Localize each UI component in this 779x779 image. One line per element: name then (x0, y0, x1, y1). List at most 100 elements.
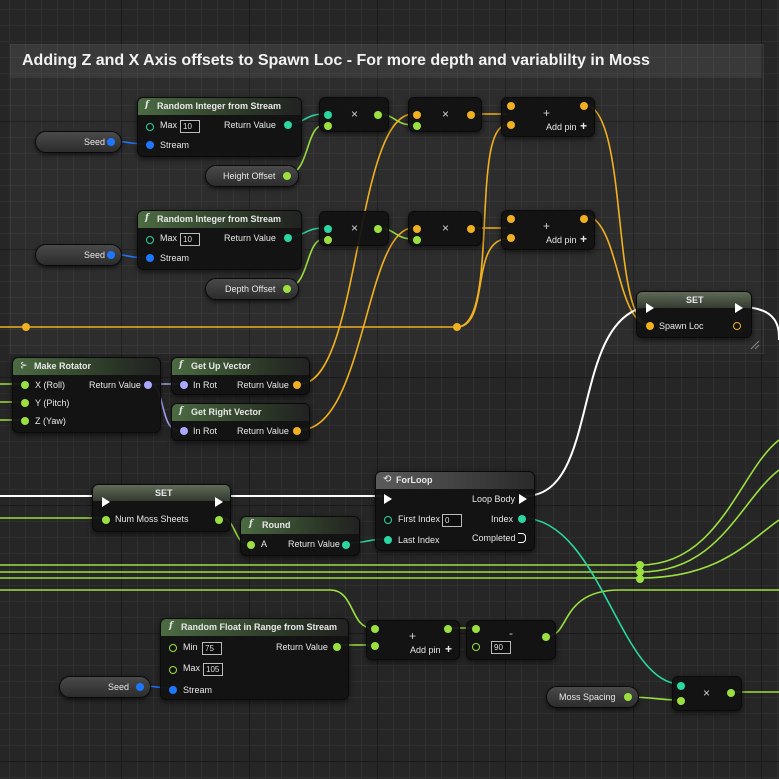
max-input[interactable]: 10 (180, 120, 200, 133)
comment-box[interactable] (10, 44, 764, 354)
reroute-pin[interactable] (453, 323, 461, 331)
depth-offset-variable[interactable]: Depth Offset (205, 278, 299, 300)
input-pin-b[interactable] (324, 122, 332, 130)
min-pin[interactable] (169, 644, 177, 652)
return-pin[interactable] (342, 541, 350, 549)
stream-pin[interactable] (146, 254, 154, 262)
input-pin-a[interactable] (507, 215, 515, 223)
output-pin[interactable] (542, 633, 550, 641)
seed-variable-1[interactable]: Seed (35, 131, 122, 153)
max-pin[interactable] (146, 236, 154, 244)
output-pin[interactable] (374, 111, 382, 119)
seed-pin[interactable] (136, 683, 144, 691)
seed-pin[interactable] (107, 138, 115, 146)
multiply-node-5[interactable]: × (672, 676, 742, 711)
exec-out-pin[interactable] (215, 497, 223, 507)
resize-grip-icon[interactable] (750, 340, 760, 350)
max-pin[interactable] (146, 123, 154, 131)
spawn-loc-pin[interactable] (646, 322, 654, 330)
input-pin-a[interactable] (324, 111, 332, 119)
spawn-loc-out-pin[interactable] (733, 322, 741, 330)
input-pin-a[interactable] (324, 225, 332, 233)
multiply-node-1[interactable]: × (319, 97, 389, 132)
seed-pin[interactable] (107, 251, 115, 259)
return-pin[interactable] (293, 381, 301, 389)
index-pin[interactable] (518, 515, 526, 523)
input-pin-b[interactable] (413, 236, 421, 244)
reroute-pin[interactable] (636, 568, 644, 576)
output-pin[interactable] (444, 625, 452, 633)
add-pin-label[interactable]: Add pin (546, 235, 577, 245)
max-pin[interactable] (169, 666, 177, 674)
return-pin[interactable] (333, 643, 341, 651)
a-pin[interactable] (247, 541, 255, 549)
round-node[interactable]: f Round A Return Value (240, 516, 360, 556)
input-pin-a[interactable] (371, 625, 379, 633)
input-pin-b[interactable] (371, 642, 379, 650)
subtract-node[interactable]: - 90 (466, 620, 556, 660)
random-float-node[interactable]: f Random Float in Range from Stream Min … (160, 618, 349, 700)
input-pin-b[interactable] (472, 643, 480, 651)
z-pin[interactable] (21, 417, 29, 425)
return-pin[interactable] (284, 121, 292, 129)
in-rot-pin[interactable] (180, 381, 188, 389)
add-pin-label[interactable]: Add pin (546, 122, 577, 132)
multiply-node-4[interactable]: × (408, 211, 482, 246)
subtract-value-input[interactable]: 90 (491, 641, 511, 654)
input-pin-b[interactable] (507, 234, 515, 242)
min-input[interactable]: 75 (202, 642, 222, 655)
moss-spacing-variable[interactable]: Moss Spacing (546, 686, 639, 708)
get-right-vector-node[interactable]: f Get Right Vector In Rot Return Value (171, 403, 310, 441)
loop-body-pin[interactable] (519, 494, 527, 504)
max-input[interactable]: 10 (180, 233, 200, 246)
input-pin-a[interactable] (413, 225, 421, 233)
forloop-node[interactable]: ⟲ ForLoop Loop Body First Index 0 Index … (375, 471, 535, 551)
return-pin[interactable] (293, 427, 301, 435)
last-index-pin[interactable] (384, 536, 392, 544)
depth-offset-pin[interactable] (283, 285, 291, 293)
comment-header[interactable]: Adding Z and X Axis offsets to Spawn Loc… (10, 44, 762, 78)
random-integer-node-2[interactable]: f Random Integer from Stream Max 10 Retu… (137, 210, 302, 270)
output-pin[interactable] (727, 689, 735, 697)
first-index-pin[interactable] (384, 516, 392, 524)
seed-variable-3[interactable]: Seed (59, 676, 151, 698)
height-offset-pin[interactable] (283, 172, 291, 180)
exec-in-pin[interactable] (384, 494, 392, 504)
output-pin[interactable] (467, 111, 475, 119)
input-pin-a[interactable] (507, 102, 515, 110)
moss-spacing-pin[interactable] (624, 693, 632, 701)
input-pin-b[interactable] (324, 236, 332, 244)
output-pin[interactable] (580, 102, 588, 110)
seed-variable-2[interactable]: Seed (35, 244, 122, 266)
add-pin-icon[interactable]: + (580, 119, 588, 133)
make-rotator-node[interactable]: ⊱ Make Rotator X (Roll) Return Value Y (… (12, 357, 161, 433)
first-index-input[interactable]: 0 (442, 514, 462, 527)
add-pin-icon[interactable]: + (580, 232, 588, 246)
add-node-3[interactable]: + Add pin + (366, 620, 460, 660)
completed-pin[interactable] (518, 533, 526, 543)
return-pin[interactable] (284, 234, 292, 242)
input-pin-a[interactable] (677, 682, 685, 690)
y-pin[interactable] (21, 399, 29, 407)
stream-pin[interactable] (169, 686, 177, 694)
reroute-pin[interactable] (636, 575, 644, 583)
reroute-pin[interactable] (636, 561, 644, 569)
get-up-vector-node[interactable]: f Get Up Vector In Rot Return Value (171, 357, 310, 395)
input-pin-a[interactable] (472, 625, 480, 633)
input-pin-a[interactable] (413, 111, 421, 119)
exec-in-pin[interactable] (102, 497, 110, 507)
output-pin[interactable] (374, 225, 382, 233)
input-pin-b[interactable] (413, 122, 421, 130)
add-pin-label[interactable]: Add pin (410, 645, 441, 655)
stream-pin[interactable] (146, 141, 154, 149)
x-pin[interactable] (21, 381, 29, 389)
add-pin-icon[interactable]: + (445, 642, 453, 656)
output-pin[interactable] (467, 225, 475, 233)
exec-out-pin[interactable] (735, 303, 743, 313)
set-num-moss-sheets-node[interactable]: SET Num Moss Sheets (92, 484, 231, 532)
reroute-pin[interactable] (22, 323, 30, 331)
return-pin[interactable] (144, 381, 152, 389)
multiply-node-2[interactable]: × (408, 97, 482, 132)
num-moss-sheets-pin[interactable] (102, 516, 110, 524)
num-moss-sheets-out-pin[interactable] (215, 516, 223, 524)
